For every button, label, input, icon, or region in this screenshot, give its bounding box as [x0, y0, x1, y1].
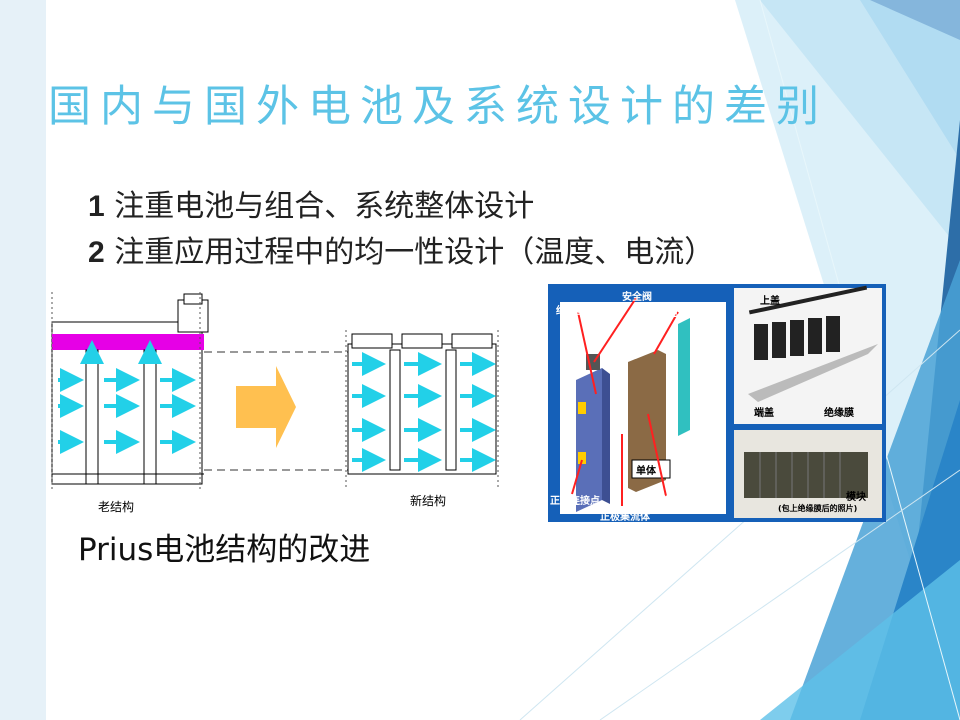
- electrode-stack-label: 电极叠片: [652, 496, 692, 507]
- battery-case-label: 电池壳体: [668, 308, 708, 319]
- point-number: 2: [88, 236, 105, 269]
- key-points: 1 注重电池与组合、系统整体设计 2 注重应用过程中的均一性设计（温度、电流）: [88, 184, 714, 276]
- old-structure-label: 老结构: [98, 500, 135, 514]
- positive-collector-label: 正极集流体: [600, 512, 650, 523]
- point-text: 注重应用过程中的均一性设计（温度、电流）: [104, 235, 715, 270]
- point-text: 注重电池与组合、系统整体设计: [104, 189, 535, 224]
- transition-arrow-icon: [236, 366, 296, 448]
- battery-illustration: [560, 285, 882, 518]
- point-1: 1 注重电池与组合、系统整体设计: [88, 184, 714, 230]
- insulation-film-label: 绝缘膜: [824, 408, 854, 419]
- left-decor-strip: [0, 0, 46, 720]
- positive-connection-label: 正极连接点: [550, 496, 600, 507]
- new-structure-diagram: [347, 333, 497, 475]
- top-cover-label: 上盖: [760, 296, 780, 307]
- end-cover-label: 端盖: [754, 408, 774, 419]
- point-number: 1: [88, 190, 105, 223]
- insulation-pad-label: 绝缘垫片: [556, 306, 596, 317]
- slide-title: 国内与国外电池及系统设计的差别: [48, 82, 828, 132]
- module-label: 模块: [846, 492, 866, 503]
- old-structure-diagram: [51, 293, 209, 485]
- point-2: 2 注重应用过程中的均一性设计（温度、电流）: [88, 230, 714, 276]
- module-note-label: (包上绝缘膜后的照片): [778, 504, 858, 513]
- figure-caption: Prius电池结构的改进: [78, 532, 371, 568]
- safety-valve-label: 安全阀: [622, 292, 652, 303]
- new-structure-label: 新结构: [410, 494, 447, 508]
- battery-components-photo: 绝缘垫片 安全阀 电池壳体 单体 正极连接点 正极集流体 电极叠片 上盖 端盖 …: [548, 284, 886, 523]
- cell-label: 单体: [636, 466, 656, 477]
